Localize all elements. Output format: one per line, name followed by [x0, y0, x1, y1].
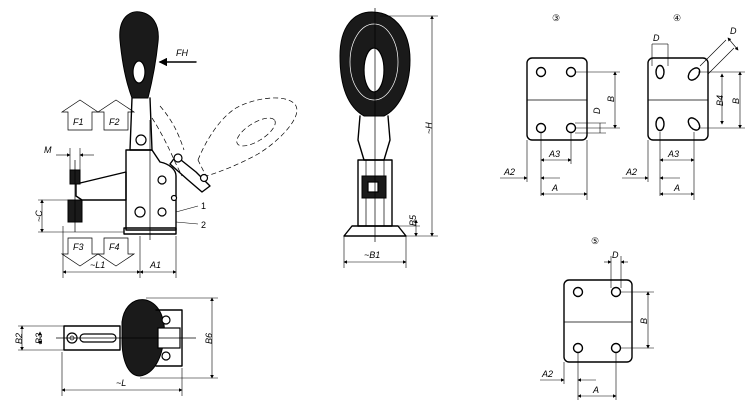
- front-dim-b5: B5: [398, 214, 420, 237]
- base-4-detail: ④: [647, 13, 709, 141]
- base-4-label-b: B: [731, 98, 741, 104]
- side-callouts: 1 2: [175, 201, 206, 230]
- base-5-label-b: B: [639, 318, 649, 324]
- clamp-arm: [75, 171, 127, 201]
- label-m: M: [44, 145, 52, 155]
- label-l: ~L: [116, 378, 126, 388]
- base-3-dims: B D A3 A2 A: [500, 71, 620, 200]
- marker-3: ③: [552, 13, 560, 23]
- base-5-plate: [563, 279, 633, 363]
- base-5-dims: D B A2 A: [540, 250, 654, 400]
- top-clamp-arm: [63, 325, 121, 351]
- base-4-label-a: A: [673, 183, 680, 193]
- handle-grip-slot: [132, 60, 146, 84]
- front-dim-b1: ~B1: [343, 236, 407, 268]
- base-5-detail: ⑤: [563, 236, 633, 363]
- base-5-label-d: D: [612, 250, 619, 260]
- base-3-detail: ③: [526, 13, 588, 141]
- base-5-label-a2: A2: [541, 369, 553, 379]
- side-force-f3: F3: [60, 237, 100, 267]
- base-4-plate: [647, 57, 709, 141]
- label-fh: FH: [176, 48, 188, 58]
- base-4-label-d-diag: D: [730, 26, 737, 36]
- open-pivot: [173, 153, 183, 163]
- label-c: ~C: [34, 210, 44, 222]
- label-b6: B6: [204, 333, 214, 344]
- front-grip-inner: [349, 23, 399, 101]
- base-5-label-a: A: [592, 385, 599, 395]
- top-dim-b3: B3: [34, 331, 44, 345]
- side-force-f2: F2: [96, 99, 136, 131]
- label-b1: ~B1: [364, 250, 380, 260]
- side-dim-c: ~C: [34, 199, 124, 233]
- pivot-base: [157, 207, 167, 217]
- side-dim-l1: ~L1: [62, 226, 141, 278]
- label-f1: F1: [73, 117, 84, 127]
- label-l1: ~L1: [90, 260, 105, 270]
- front-grip-slot: [363, 47, 385, 93]
- open-position-link: [169, 155, 211, 193]
- side-dim-a1: A1: [139, 236, 177, 278]
- base-4-label-b4: B4: [715, 95, 725, 106]
- label-a1: A1: [149, 260, 161, 270]
- clamp-body: [125, 149, 177, 231]
- open-position-arm: [151, 105, 185, 177]
- base-4-label-d-top: D: [653, 33, 660, 43]
- handle-grip: [119, 11, 159, 99]
- base-3-plate: [526, 57, 588, 141]
- side-force-f1: F1: [60, 99, 100, 131]
- marker-4: ④: [673, 13, 681, 23]
- pivot-mid: [157, 175, 167, 185]
- base-3-label-d: D: [592, 107, 602, 114]
- label-b5: B5: [408, 214, 418, 226]
- side-force-fh: FH: [158, 48, 197, 67]
- open-pivot-2: [199, 173, 209, 183]
- base-3-label-a: A: [551, 183, 558, 193]
- front-view: [339, 8, 411, 242]
- front-dim-h: ~H: [380, 15, 438, 237]
- label-f2: F2: [109, 117, 120, 127]
- pivot-upper: [135, 134, 147, 146]
- label-f4: F4: [109, 242, 120, 252]
- label-h: ~H: [424, 122, 434, 134]
- side-view: [67, 11, 298, 240]
- front-neck: [357, 115, 391, 161]
- label-f3: F3: [73, 242, 84, 252]
- open-position-handle: [197, 97, 298, 177]
- base-4-label-a2: A2: [625, 167, 637, 177]
- marker-5: ⑤: [591, 236, 599, 246]
- side-force-f4: F4: [96, 237, 136, 267]
- side-dim-m: M: [44, 145, 94, 172]
- base-3-label-b: B: [606, 96, 616, 102]
- top-dim-b6: B6: [140, 297, 218, 379]
- top-view: [56, 299, 196, 377]
- top-bolt-2: [161, 351, 171, 361]
- open-position-grip-slot: [236, 117, 276, 147]
- top-bolt-1: [161, 315, 171, 325]
- callout-2: 2: [201, 220, 206, 230]
- base-3-label-a2: A2: [503, 167, 515, 177]
- label-b3: B3: [34, 333, 44, 344]
- top-dim-b2: B2: [14, 325, 64, 351]
- top-dim-l: ~L: [61, 352, 183, 396]
- pivot-lower: [134, 206, 146, 218]
- base-4-label-a3: A3: [667, 149, 679, 159]
- label-b2: B2: [14, 333, 24, 344]
- base-4-dims: D D B4 B A3 A2 A: [622, 26, 745, 200]
- base-3-label-a3: A3: [548, 149, 560, 159]
- callout-1: 1: [201, 201, 206, 211]
- hole-1: [170, 194, 178, 202]
